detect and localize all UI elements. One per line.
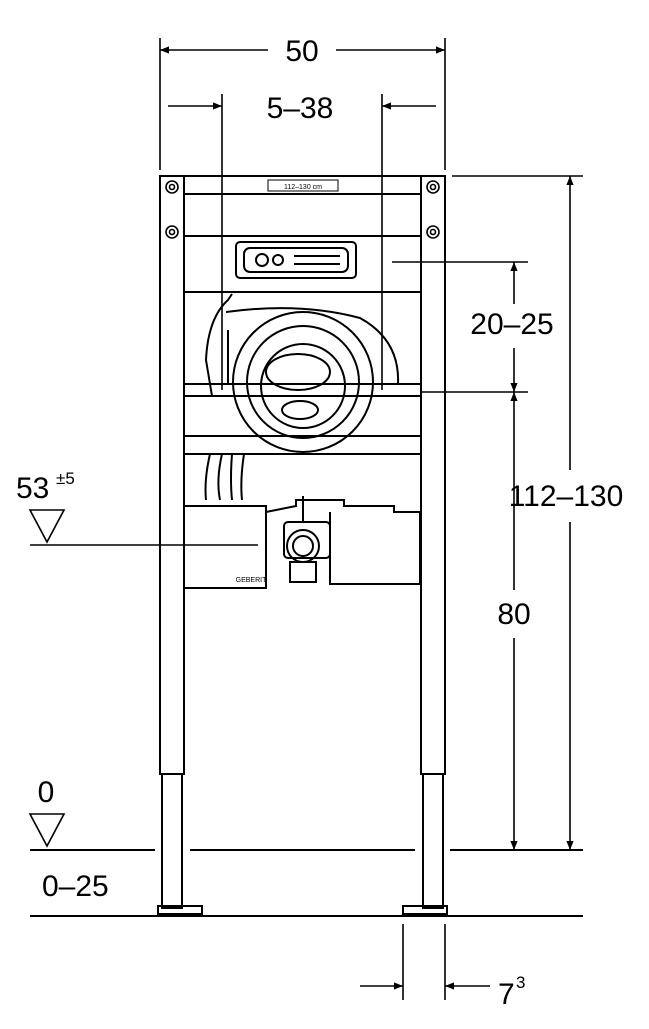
top-plate-label: 112–130 cm — [267, 179, 339, 192]
dim-offset-label: 7 — [498, 978, 515, 1011]
dim-inner-adjust — [168, 94, 436, 390]
dim-overall-width — [159, 38, 446, 170]
top-plate-text: 112–130 cm — [284, 184, 322, 191]
level-floor-marker — [28, 813, 66, 848]
dim-total-height — [452, 175, 583, 850]
level-connection-marker — [28, 509, 258, 546]
dim-offset-superscript: 3 — [516, 973, 525, 992]
level-floor-label: 0 — [38, 776, 55, 809]
foot-range-label: 0–25 — [42, 870, 109, 903]
frame-holes — [165, 180, 440, 239]
dim-bracket-height-label: 80 — [497, 598, 530, 631]
dim-overall-width-label: 50 — [285, 35, 318, 68]
dim-offset — [360, 924, 490, 1000]
dim-inner-adjust-label: 5–38 — [267, 92, 334, 125]
drain-bracket — [183, 496, 421, 589]
frame-structure — [157, 175, 448, 915]
dim-total-height-label: 112–130 — [509, 480, 624, 513]
cistern — [204, 241, 400, 501]
dim-cistern-adjust — [392, 261, 528, 393]
brand-mark: GEBERIT — [236, 577, 267, 584]
level-connection-tolerance: ±5 — [56, 469, 75, 488]
level-connection-label: 53 — [16, 472, 49, 505]
floor-lines — [30, 849, 583, 917]
dim-cistern-adjust-label: 20–25 — [470, 308, 553, 341]
